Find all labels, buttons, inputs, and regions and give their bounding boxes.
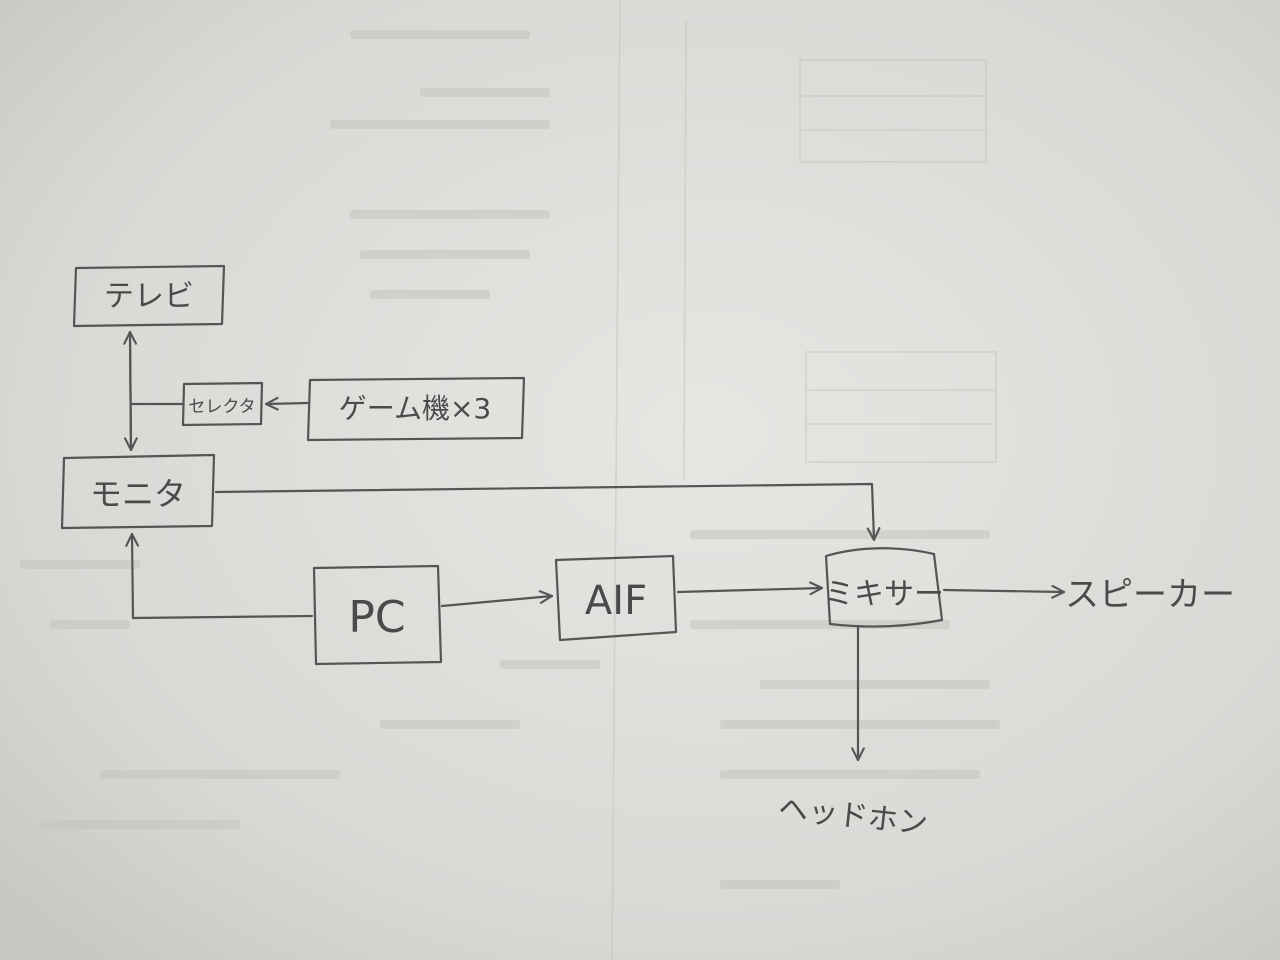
mixer-label: ミキサー — [824, 577, 944, 612]
arrow-game-to-selector — [264, 396, 310, 411]
game-consoles-label: ゲーム機×3 — [339, 392, 491, 425]
connectors — [123, 330, 1066, 762]
selector-label: セレクタ — [188, 397, 255, 417]
pc-box: PC — [312, 564, 443, 666]
aif-box: AIF — [554, 554, 678, 642]
game-consoles-box: ゲーム機×3 — [306, 376, 526, 442]
tv-box: テレビ — [72, 264, 226, 328]
speaker-label: スピーカー — [1065, 575, 1235, 615]
arrow-aif-to-mixer — [676, 581, 824, 596]
aif-label: AIF — [585, 578, 647, 624]
arrow-monitor-to-mixer — [214, 482, 881, 542]
arrow-to-tv — [123, 330, 137, 452]
monitor-label: モニタ — [90, 475, 186, 513]
monitor-box: モニタ — [60, 453, 216, 530]
mixer-box: ミキサー — [824, 547, 944, 628]
arrow-pc-to-monitor — [125, 532, 314, 620]
tv-label: テレビ — [104, 279, 194, 314]
selector-box: セレクタ — [181, 381, 264, 427]
arrow-mixer-to-speaker — [942, 584, 1066, 599]
pc-label: PC — [348, 592, 405, 643]
arrow-pc-to-aif — [440, 590, 554, 608]
